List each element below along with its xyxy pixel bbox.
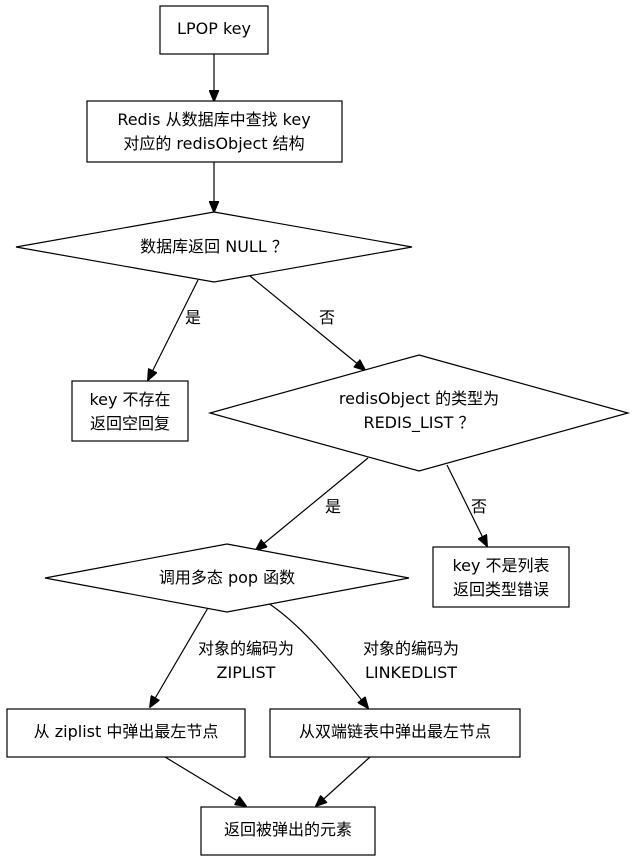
node-text: REDIS_LIST ？ [363,413,474,433]
node-ziplist-pop: 从 ziplist 中弹出最左节点 [6,708,246,758]
node-text: LPOP key [177,19,251,38]
node-is-redis-list: redisObject 的类型为 REDIS_LIST ？ [207,354,631,472]
edge-enc-ziplist [150,600,213,707]
node-text: 从 ziplist 中弹出最左节点 [34,722,219,741]
edge-label-list-no: 否 [471,497,487,516]
edge-label-enc-linkedlist: 对象的编码为 [363,639,459,658]
edge-list-yes [256,457,369,550]
node-text: 返回被弹出的元素 [224,820,352,839]
edge-linkedlist-to-return [316,756,371,806]
edge-label-enc-ziplist: ZIPLIST [217,663,276,682]
edge-null-no [249,275,365,370]
edge-label-list-yes: 是 [325,497,341,516]
node-lookup-key: Redis 从数据库中查找 key 对应的 redisObject 结构 [86,100,343,163]
node-text: Redis 从数据库中查找 key [117,110,310,129]
edge-ziplist-to-return [164,756,246,806]
node-text: redisObject 的类型为 [339,389,499,408]
node-text: 调用多态 pop 函数 [159,568,295,587]
node-key-not-exist: key 不存在 返回空回复 [71,380,189,442]
node-lpop-key: LPOP key [159,5,269,55]
edge-label-null-yes: 是 [185,308,201,327]
edge-label-null-no: 否 [319,308,335,327]
node-text: 返回空回复 [90,414,170,433]
node-call-pop: 调用多态 pop 函数 [44,543,410,613]
node-text: 对应的 redisObject 结构 [123,134,304,153]
edge-label-enc-ziplist: 对象的编码为 [198,639,294,658]
node-text: key 不存在 [89,390,170,409]
edge-null-yes [148,279,199,380]
edge-label-enc-linkedlist: LINKEDLIST [365,663,457,682]
node-text: 数据库返回 NULL ？ [140,237,288,256]
node-return-popped: 返回被弹出的元素 [200,806,376,856]
node-db-returns-null: 数据库返回 NULL ？ [15,211,413,283]
edge-list-no [446,464,487,546]
node-type-error: key 不是列表 返回类型错误 [432,546,570,608]
node-text: 从双端链表中弹出最左节点 [299,722,491,741]
node-text: key 不是列表 [452,556,549,575]
edge-enc-linkedlist [267,602,368,708]
node-linkedlist-pop: 从双端链表中弹出最左节点 [269,708,521,758]
node-text: 返回类型错误 [453,580,549,599]
